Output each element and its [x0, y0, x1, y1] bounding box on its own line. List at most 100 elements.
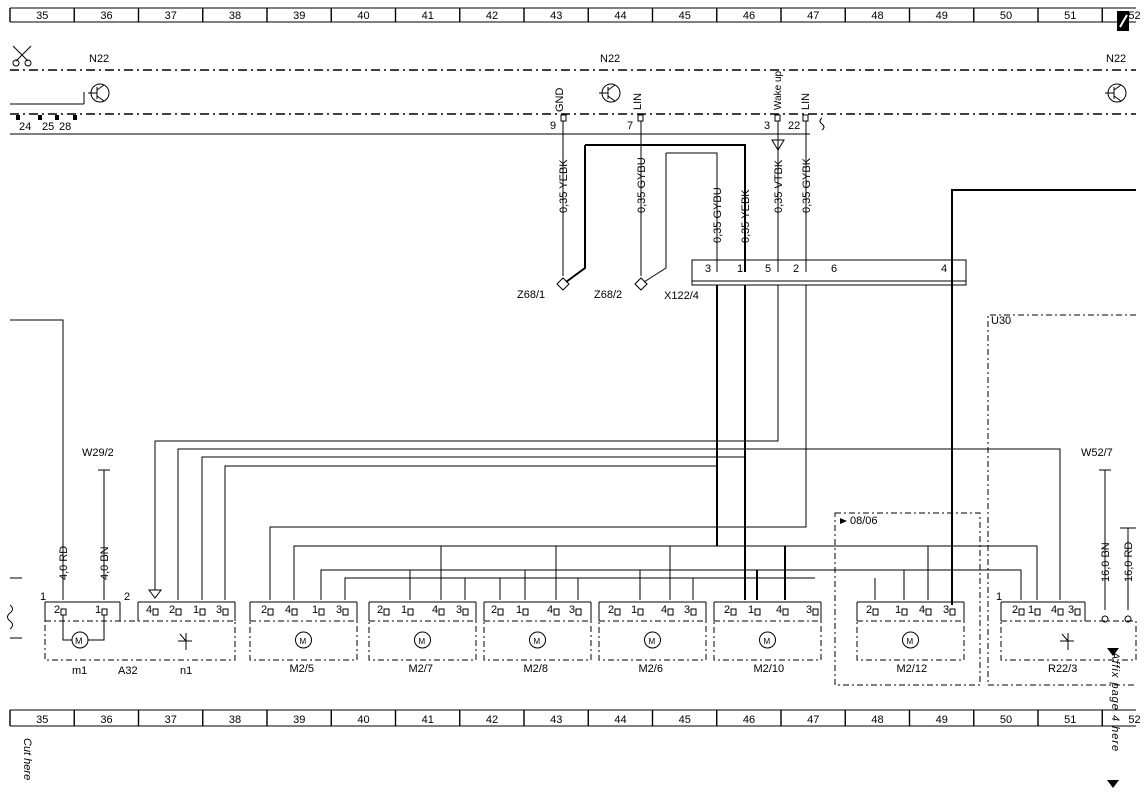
ruler-number: 51 [1064, 10, 1076, 22]
ruler-number: 44 [614, 714, 626, 726]
pin-number: 1 [748, 604, 754, 616]
n22-signal-wires [562, 121, 807, 283]
pin-number: 4 [146, 604, 152, 616]
motor-icon [759, 631, 776, 649]
ruler-number: 35 [36, 10, 48, 22]
pin-number: 3 [1068, 604, 1074, 616]
ruler-number: 48 [871, 714, 883, 726]
date-label: 08/06 [850, 515, 878, 527]
transistor-icon [1105, 83, 1127, 103]
ruler-number: 45 [679, 10, 691, 22]
pin-number: 1 [516, 604, 522, 616]
z68-1-label: Z68/1 [517, 289, 545, 301]
m1-label: m1 [72, 665, 87, 677]
svg-text:1: 1 [996, 591, 1002, 603]
w52-7-label: W52/7 [1081, 447, 1113, 459]
pin-number: 4 [432, 604, 438, 616]
wire-label: 16,0 BN [1100, 542, 1112, 582]
svg-text:M: M [534, 637, 541, 646]
motor-icon [414, 631, 431, 649]
scissors-icon [12, 45, 32, 67]
pin-wake-label: Wake up [773, 70, 784, 110]
n1-label: n1 [180, 665, 192, 677]
ruler-number: 37 [165, 714, 177, 726]
ruler-number: 38 [229, 10, 241, 22]
svg-text:1: 1 [737, 263, 743, 275]
svg-text:M: M [764, 637, 771, 646]
pin-number: 1 [1028, 604, 1034, 616]
ruler-number: 40 [357, 714, 369, 726]
pin-number: 3 [806, 604, 812, 616]
wire-label: 4,0 BN [99, 546, 111, 580]
ruler-number: 41 [422, 10, 434, 22]
motor-label: M2/6 [639, 663, 663, 675]
pin-number: 2 [169, 604, 175, 616]
resistor-icon [7, 604, 13, 630]
ruler-number: 50 [1000, 714, 1012, 726]
electronic-module-icon [178, 633, 192, 650]
pin-number: 1 [401, 604, 407, 616]
wire-label: 0,35 YEBK [740, 189, 752, 243]
pin-number: 3 [943, 604, 949, 616]
pin-number: 4 [919, 604, 925, 616]
n22-label: N22 [1106, 53, 1126, 65]
a32-component: M [44, 601, 236, 661]
distribution-wires [10, 189, 1136, 610]
ruler-number: 46 [743, 714, 755, 726]
transistor-icon [88, 83, 110, 103]
pin-number: 2 [866, 604, 872, 616]
variant-box-0806 [834, 512, 981, 686]
break-icon [819, 117, 825, 131]
transistor-icon [599, 83, 621, 103]
n22-label: N22 [89, 53, 109, 65]
wire-label: 0,35 YEBK [558, 159, 570, 213]
pin-number: 1 [631, 604, 637, 616]
svg-text:4: 4 [941, 263, 947, 275]
pin-number: 2 [261, 604, 267, 616]
pin-number: 1 [193, 604, 199, 616]
ruler-number: 50 [1000, 10, 1012, 22]
motor-label: M2/10 [754, 663, 785, 675]
ruler-number: 45 [679, 714, 691, 726]
pin-number: 4 [1051, 604, 1057, 616]
w29-2-label: W29/2 [82, 447, 114, 459]
pin-22: 22 [788, 120, 800, 132]
pin-number: 4 [661, 604, 667, 616]
cut-instruction: Cut here [21, 738, 33, 780]
svg-text:M: M [300, 637, 307, 646]
pin-number: 4 [285, 604, 291, 616]
pin-number: 2 [54, 604, 60, 616]
affix-instruction: Affix page 4 here [1109, 651, 1121, 752]
wire-label: 0,35 GYBU [636, 157, 648, 213]
ruler-number: 47 [807, 714, 819, 726]
motor-icon [644, 631, 661, 649]
ruler-number: 42 [486, 10, 498, 22]
u30-label: U30 [991, 315, 1011, 327]
pin-number: 3 [456, 604, 462, 616]
r22-3-label: R22/3 [1048, 663, 1077, 675]
ruler-number: 51 [1064, 714, 1076, 726]
ruler-number: 39 [293, 10, 305, 22]
arrow-down-icon [1107, 648, 1119, 656]
ruler-number: 44 [614, 10, 626, 22]
x122-4-connector [691, 259, 967, 286]
n22-label: N22 [600, 53, 620, 65]
ground-icon [148, 589, 162, 599]
arrow-down-icon [1107, 780, 1119, 788]
n22-control-unit-boundary [10, 69, 1136, 135]
pin-number: 1 [895, 604, 901, 616]
motor-icon [529, 631, 546, 649]
pin-9: 9 [550, 120, 556, 132]
ruler-number: 40 [357, 10, 369, 22]
wire-label: 0,35 GYBU [712, 187, 724, 243]
ruler-number: 37 [165, 10, 177, 22]
